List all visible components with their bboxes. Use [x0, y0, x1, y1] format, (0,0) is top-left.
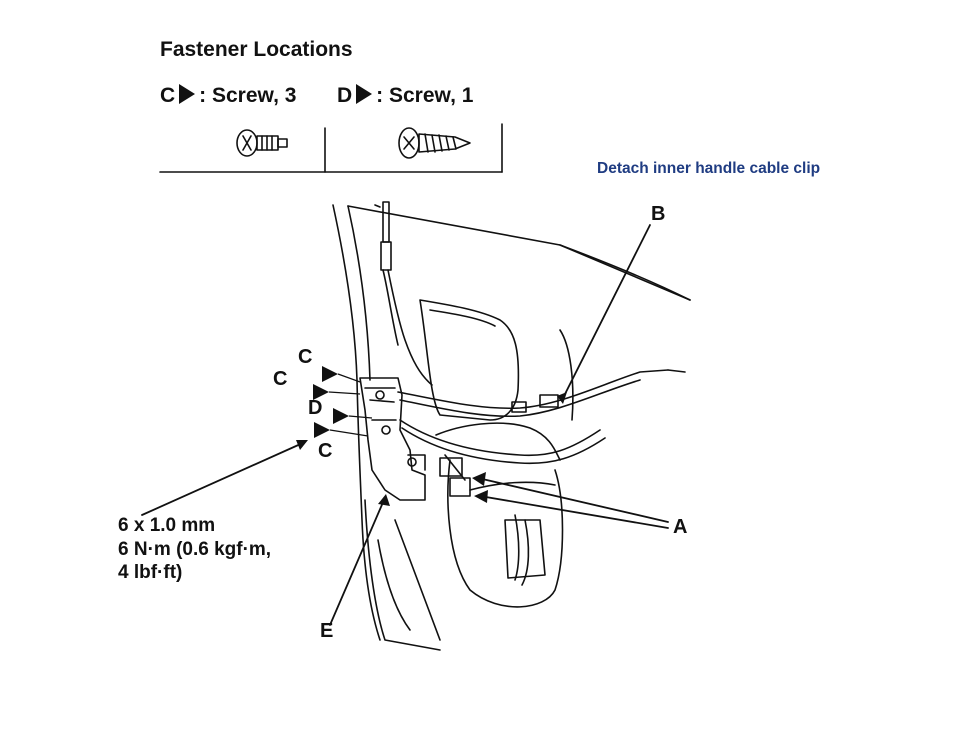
label-e: E — [320, 620, 334, 642]
fastener-key-c: C : Screw, 3 — [160, 84, 296, 108]
pointer-c1 — [322, 366, 338, 382]
fastener-key-d: D : Screw, 1 — [337, 84, 473, 108]
door-panel-outline — [332, 204, 691, 651]
fastener-d-desc: : Screw, 1 — [376, 84, 474, 107]
arrow-e — [378, 494, 390, 506]
fastener-d-letter: D — [337, 84, 353, 107]
label-b: B — [651, 203, 666, 225]
label-a: A — [673, 516, 688, 538]
fastener-c-letter: C — [160, 84, 176, 107]
label-d: D — [308, 397, 323, 419]
pointer-d — [333, 408, 349, 424]
inner-opening — [419, 299, 574, 421]
arrow-a2 — [474, 490, 488, 503]
fastener-title: Fastener Locations — [160, 38, 353, 61]
fastener-c-desc: : Screw, 3 — [199, 84, 297, 107]
torque-spec-line-3: 4 lbf·ft) — [118, 562, 183, 583]
label-c-1: C — [298, 346, 313, 368]
handle-cables — [397, 369, 686, 465]
label-c-3: C — [318, 440, 333, 462]
label-c-2: C — [273, 368, 288, 390]
lower-opening — [447, 459, 564, 608]
arrow-a1 — [472, 472, 486, 486]
torque-spec-line-1: 6 x 1.0 mm — [118, 515, 216, 536]
lock-rod — [380, 201, 433, 386]
leader-lines — [141, 224, 669, 626]
fastener-box-frame — [159, 123, 503, 173]
triangle-pointer-icon — [179, 84, 196, 104]
pointer-c3 — [314, 422, 330, 438]
arrow-torque — [296, 440, 308, 450]
torque-spec-line-2: 6 N·m (0.6 kgf·m, — [118, 539, 272, 560]
arrow-b — [557, 392, 567, 404]
door-latch-e — [359, 377, 426, 501]
screw-c-icon — [236, 129, 288, 157]
caption: Detach inner handle cable clip — [597, 160, 821, 177]
screw-d-icon — [398, 127, 471, 159]
clip-a — [439, 454, 471, 497]
pointer-c2 — [313, 384, 329, 400]
triangle-pointer-icon — [356, 84, 373, 104]
